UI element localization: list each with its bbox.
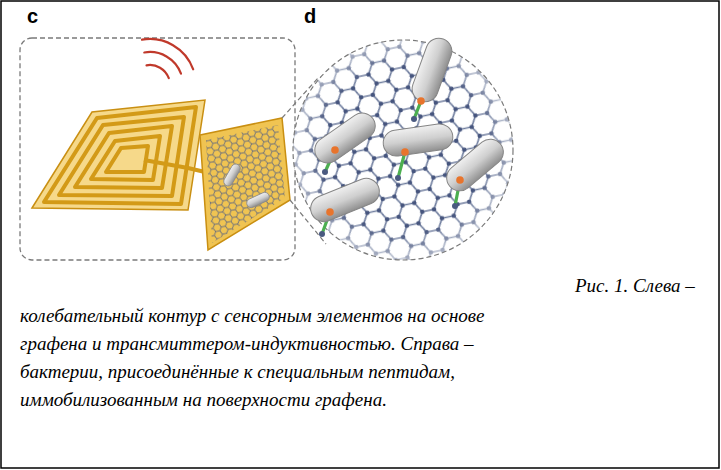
graphene-sensor <box>200 118 290 250</box>
bacteria <box>307 35 509 226</box>
caption-block: Рис. 1. Слева – колебательный контур с с… <box>20 272 718 470</box>
radio-waves <box>142 39 193 78</box>
panel-letter: c <box>27 4 38 28</box>
anchor-dots <box>326 97 464 216</box>
inductor-coil <box>32 100 205 210</box>
inset-box <box>20 38 295 260</box>
graphene-lattice <box>290 38 516 262</box>
panel-letter: d <box>304 4 316 28</box>
peptide-linkers <box>319 101 460 237</box>
figure-caption: Рис. 1. Слева – колебательный контур с с… <box>20 275 695 410</box>
